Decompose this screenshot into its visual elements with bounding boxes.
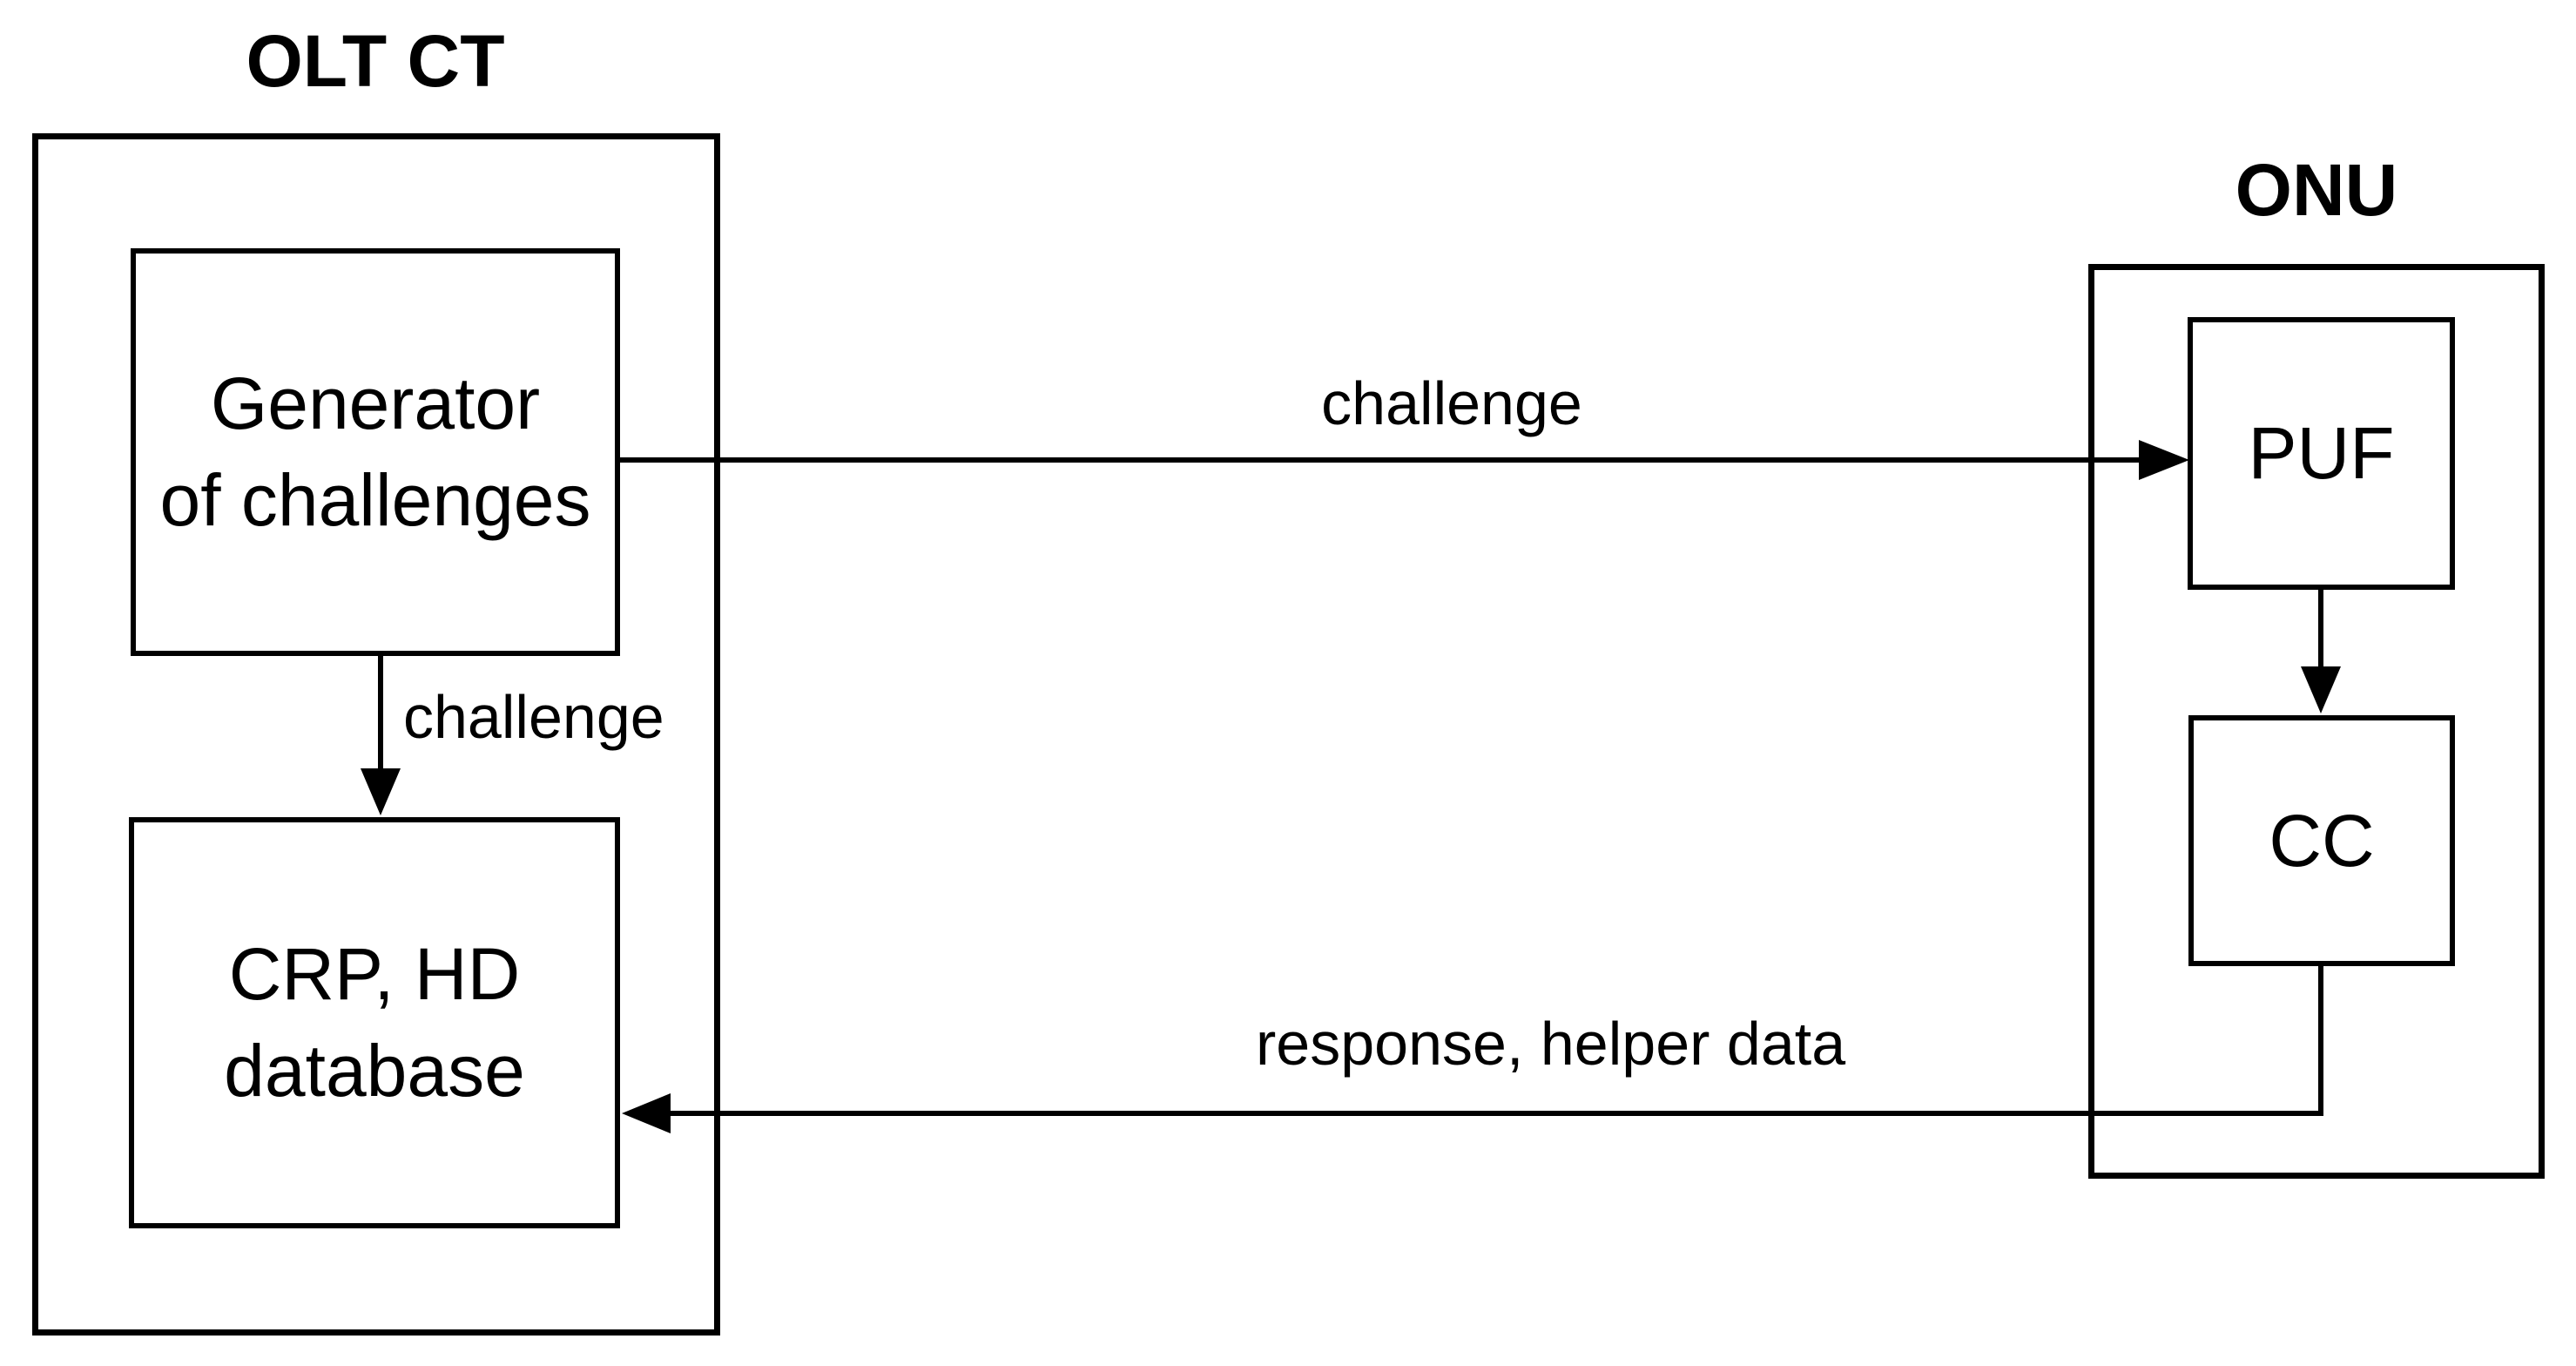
onu-container-box	[2088, 264, 2545, 1179]
challenge-down-label: challenge	[403, 683, 664, 751]
generator-box: Generator of challenges	[131, 248, 620, 656]
response-label: response, helper data	[1256, 1010, 1846, 1078]
puf-box: PUF	[2188, 317, 2455, 590]
generator-label: Generator of challenges	[159, 362, 591, 541]
crp-database-box: CRP, HD database	[129, 817, 620, 1228]
puf-label: PUF	[2248, 412, 2395, 495]
challenge-top-label: challenge	[1321, 369, 1582, 437]
onu-title: ONU	[2235, 149, 2398, 231]
cc-label: CC	[2269, 799, 2375, 882]
olt-title: OLT CT	[246, 20, 505, 102]
crp-database-label: CRP, HD database	[224, 933, 525, 1112]
cc-box: CC	[2188, 715, 2455, 966]
olt-container-box	[32, 133, 720, 1336]
